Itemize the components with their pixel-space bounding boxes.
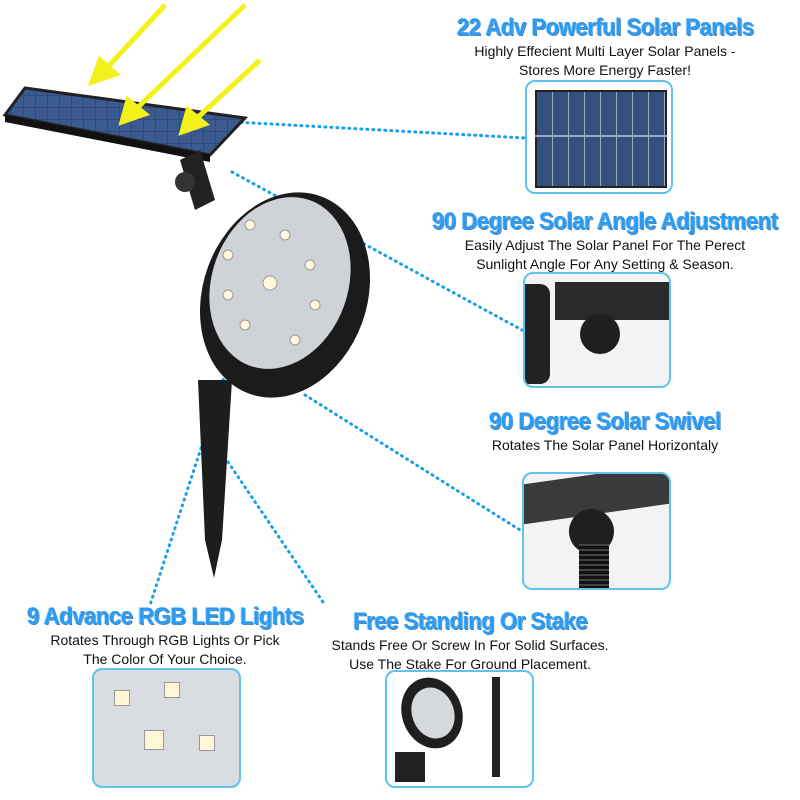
ground-stake: [198, 380, 232, 578]
feature-line: Stores More Energy Faster!: [519, 62, 691, 78]
swivel-photo: [522, 472, 671, 590]
feature-title: 9 Advance RGB LED Lights: [26, 603, 304, 630]
sunlight-arrows: [87, 3, 262, 136]
feature-line: Sunlight Angle For Any Setting & Season.: [476, 256, 734, 272]
feature-line: Rotates Through RGB Lights Or Pick: [50, 632, 280, 648]
solar-panel-photo: [525, 80, 673, 194]
free-standing-photo: [385, 670, 534, 788]
feature-rgb-leds: 9 Advance RGB LED Lights Rotates Through…: [0, 603, 330, 669]
feature-angle-adjustment: 90 Degree Solar Angle Adjustment Easily …: [410, 208, 800, 274]
feature-title: 22 Adv Powerful Solar Panels: [456, 14, 754, 41]
feature-title: 90 Degree Solar Angle Adjustment: [432, 208, 778, 235]
feature-line: The Color Of Your Choice.: [83, 651, 247, 667]
feature-line: Rotates The Solar Panel Horizontaly: [491, 437, 719, 453]
feature-line: Highly Effecient Multi Layer Solar Panel…: [474, 43, 736, 59]
feature-line: Use The Stake For Ground Placement.: [349, 656, 591, 672]
feature-line: Easily Adjust The Solar Panel For The Pe…: [464, 237, 746, 253]
feature-solar-panels: 22 Adv Powerful Solar Panels Highly Effe…: [410, 14, 800, 80]
panel-arm: [180, 150, 215, 210]
feature-title: 90 Degree Solar Swivel: [489, 408, 721, 435]
led-closeup-photo: [92, 668, 241, 788]
led-lights: [222, 219, 321, 346]
feature-solar-swivel: 90 Degree Solar Swivel Rotates The Solar…: [410, 408, 800, 455]
feature-line: Stands Free Or Screw In For Solid Surfac…: [331, 637, 609, 653]
feature-free-standing: Free Standing Or Stake Stands Free Or Sc…: [300, 608, 640, 674]
angle-adjustment-photo: [523, 272, 671, 388]
feature-title: Free Standing Or Stake: [352, 608, 588, 635]
